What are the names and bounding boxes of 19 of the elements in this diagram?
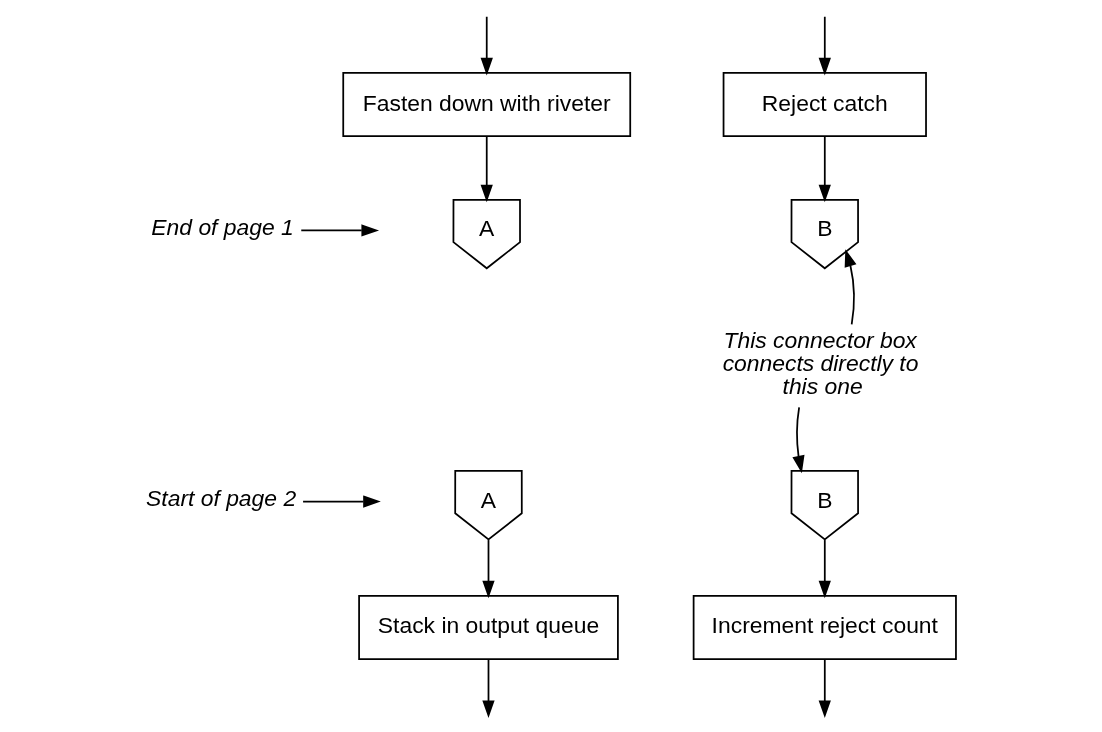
arrow (482, 658, 495, 719)
arrow (482, 539, 495, 599)
arrow (818, 539, 831, 599)
arrow (792, 406, 805, 474)
node-text: This connector box connects directly to this one (722, 327, 919, 399)
arrow (818, 658, 831, 719)
node-box: Stack in output queue (358, 594, 619, 661)
node-text: Start of page 2 (146, 484, 297, 511)
node-box: Reject catch (722, 71, 927, 138)
arrow (302, 495, 381, 508)
arrow (844, 249, 857, 326)
arrow (480, 135, 493, 203)
arrow (300, 224, 380, 237)
arrow (480, 15, 493, 76)
node-text: End of page 1 (151, 213, 294, 240)
arrow (818, 135, 831, 203)
arrow (818, 15, 831, 76)
node-box: Increment reject count (692, 594, 957, 661)
node-box: Fasten down with riveter (342, 71, 632, 138)
